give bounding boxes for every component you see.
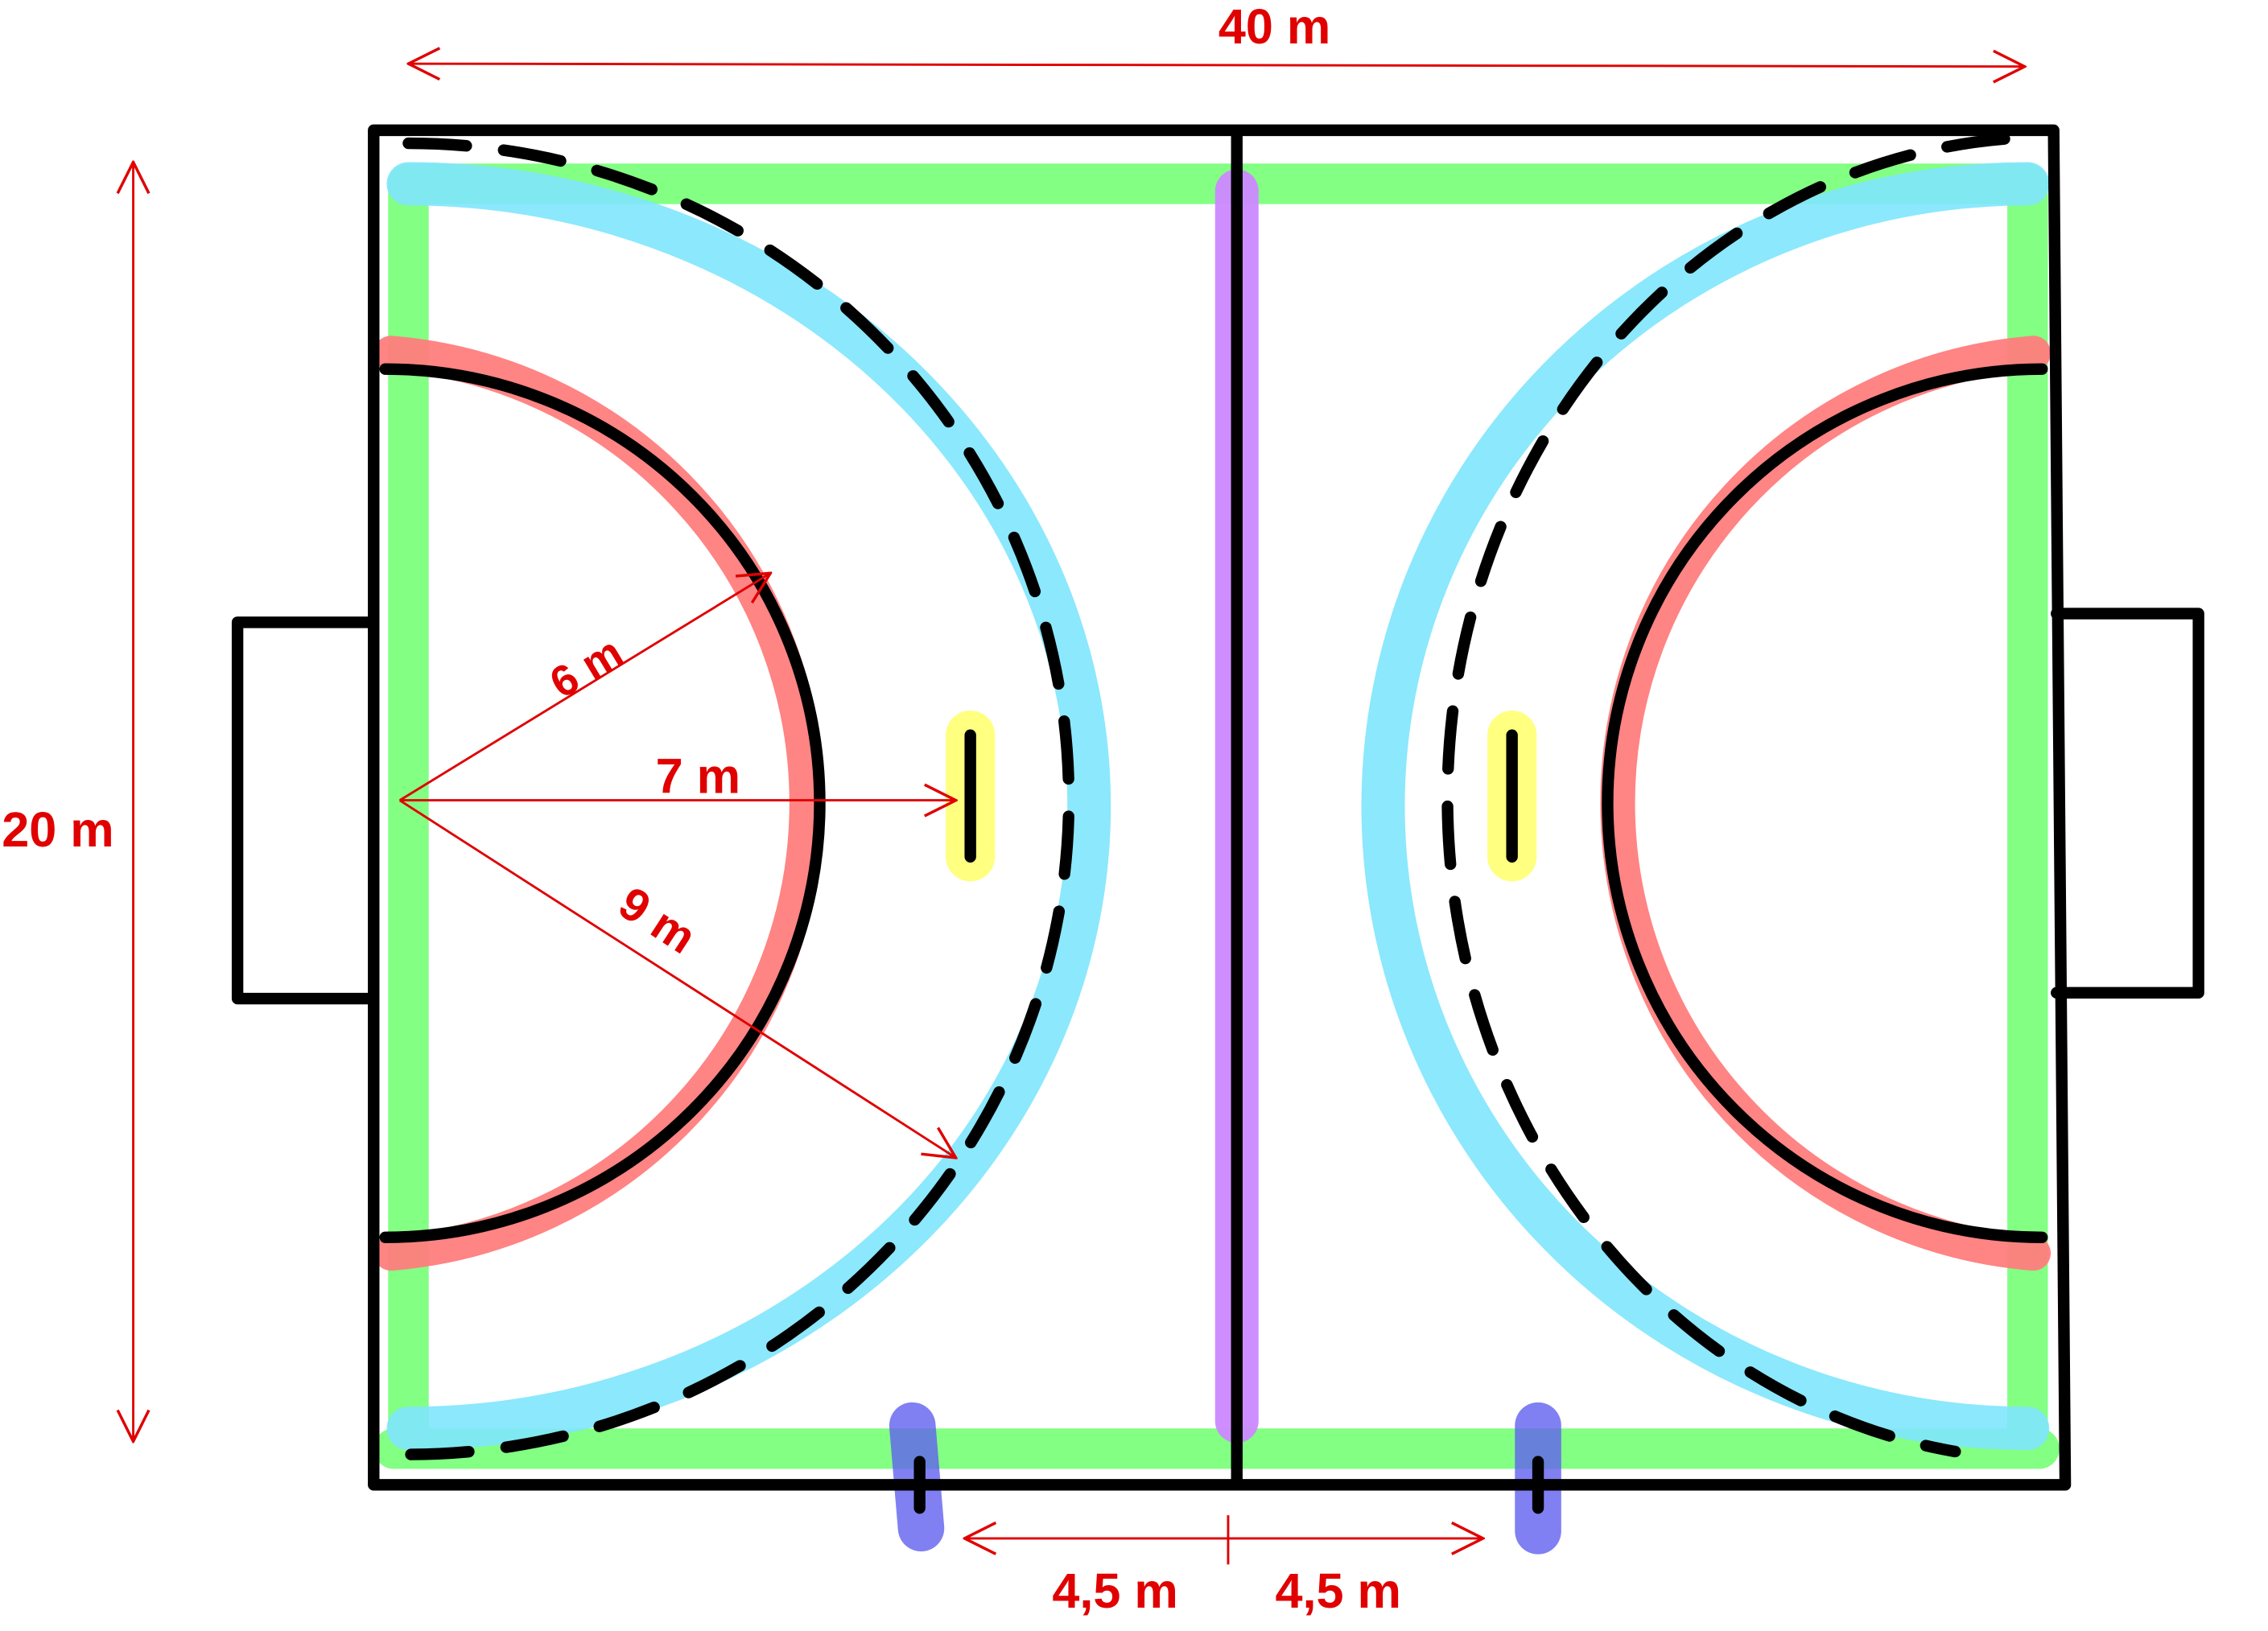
dimension-arrows (134, 64, 2025, 1565)
radius-6-label: 6 m (542, 628, 631, 707)
court-lines (231, 124, 2204, 1514)
court-boundary (368, 124, 2072, 1491)
goal-area-right-highlight (1600, 336, 2052, 1271)
goal-left (231, 616, 374, 1005)
width-label: 20 m (2, 802, 113, 857)
free-throw-line-left (402, 137, 1075, 1460)
radius-6-arrow (398, 573, 771, 801)
substitution-left-label: 4,5 m (1052, 1563, 1177, 1618)
goal-area-line-right (1602, 363, 2048, 1243)
free-throw-line-right (1441, 133, 2010, 1458)
goal-right (2051, 608, 2204, 999)
length-arrow (408, 64, 2024, 67)
radius-9-label: 9 m (609, 877, 704, 964)
radius-7-label: 7 m (656, 749, 740, 804)
free-throw-left-highlight (386, 162, 1111, 1451)
substitution-right-label: 4,5 m (1276, 1563, 1401, 1618)
radius-9-arrow (398, 799, 956, 1158)
highlight-layer (373, 162, 2060, 1555)
goal-area-line-left (379, 363, 826, 1243)
length-label: 40 m (1219, 0, 1330, 54)
goal-area-left-highlight (373, 336, 824, 1271)
